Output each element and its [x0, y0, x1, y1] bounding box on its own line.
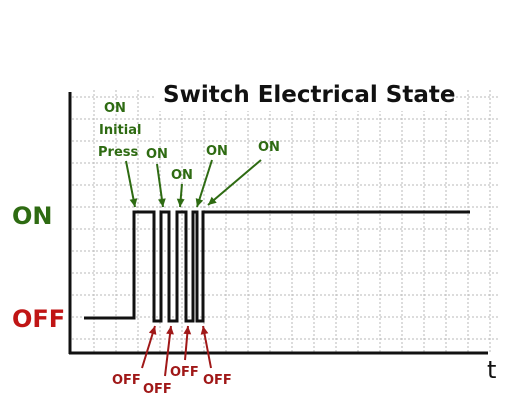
off-arrow-4 — [200, 325, 212, 369]
on-label-3: ON — [171, 168, 193, 183]
on-arrow-4 — [195, 159, 213, 208]
on-level-label: ON — [12, 202, 53, 230]
on-initial-sub-label: Initial — [99, 123, 141, 138]
on-arrow-2 — [156, 163, 166, 208]
off-label-1: OFF — [112, 373, 141, 388]
off-level-label: OFF — [12, 305, 65, 333]
on-arrow-initial — [125, 160, 138, 208]
off-arrow-2 — [164, 325, 174, 377]
annotation-arrows — [125, 159, 262, 377]
title-backdrop — [156, 77, 452, 111]
off-label-2: OFF — [143, 382, 172, 397]
on-label-5: ON — [258, 140, 280, 155]
chart-title: Switch Electrical State — [163, 82, 455, 108]
on-initial-press-label: Press — [98, 145, 138, 160]
grid — [72, 90, 500, 352]
on-initial-label: ON — [104, 101, 126, 116]
off-label-3: OFF — [170, 365, 199, 380]
on-arrow-5 — [207, 159, 262, 206]
on-label-2: ON — [146, 147, 168, 162]
off-arrow-3 — [183, 325, 192, 361]
on-label-4: ON — [206, 144, 228, 159]
off-label-4: OFF — [203, 373, 232, 388]
signal-waveform — [84, 210, 470, 323]
off-arrow-1 — [141, 325, 157, 369]
time-axis-label: t — [487, 356, 496, 384]
on-arrow-3 — [176, 183, 185, 208]
